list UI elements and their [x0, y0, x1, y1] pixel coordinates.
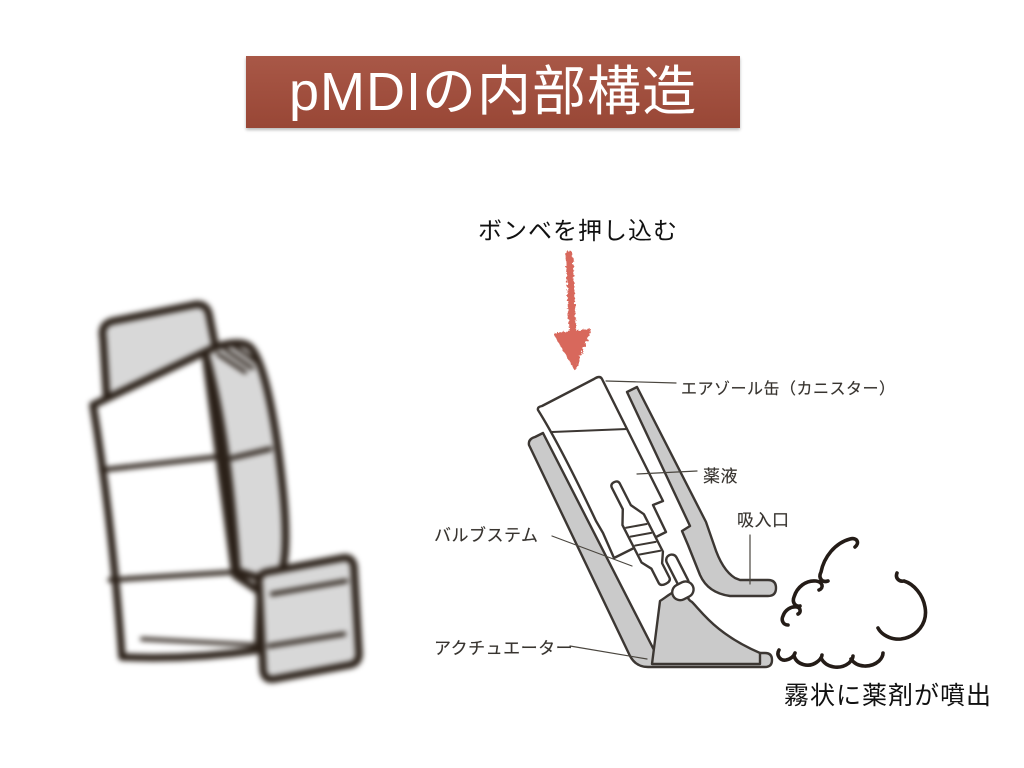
leader-valve-stem: [551, 535, 633, 567]
title-bar: pMDIの内部構造: [246, 56, 740, 128]
inhaler-body-crease: [140, 637, 258, 647]
inhaler-mouthpiece-cap: [254, 553, 363, 684]
label-actuator: アクチュエーター: [434, 639, 574, 658]
leader-drug-solution: [636, 470, 698, 475]
page-title: pMDIの内部構造: [288, 62, 697, 122]
inhaler-illustration: [89, 300, 363, 684]
inhaler-back-panel: [201, 339, 290, 584]
mist-cloud-icon: [776, 536, 928, 669]
valve-seat: [671, 580, 695, 602]
label-valve-stem: バルブステム: [434, 526, 539, 545]
inhaler-cap-lines: [266, 578, 349, 649]
nozzle-block: [650, 589, 762, 666]
mist-label: 霧状に薬剤が噴出: [784, 682, 993, 710]
push-canister-label: ボンベを押し込む: [478, 218, 678, 245]
inhaler-hatch-lines: [216, 344, 260, 374]
leader-aerosol-can: [605, 380, 677, 384]
push-arrow-icon: [553, 250, 591, 371]
actuator-right-wall: [625, 385, 778, 598]
valve-stem-assembly: [610, 480, 695, 602]
inhaler-body-line-2: [107, 569, 238, 583]
inhaler-panel-line: [229, 446, 273, 461]
label-aerosol-can: エアゾール缶（カニスター）: [681, 381, 896, 398]
inhaler-body-line-1: [98, 453, 228, 473]
leader-lines: [551, 380, 751, 660]
drug-liquid-level-line: [551, 428, 628, 433]
inhaler-body: [89, 348, 264, 662]
label-drug-solution: 薬液: [703, 467, 738, 486]
pmdi-cross-section-diagram: [527, 375, 778, 669]
label-inhalation-port: 吸入口: [737, 511, 790, 530]
actuator-left-wall: [527, 431, 774, 669]
valve-spring-coils: [625, 523, 662, 556]
leader-actuator: [569, 645, 648, 660]
